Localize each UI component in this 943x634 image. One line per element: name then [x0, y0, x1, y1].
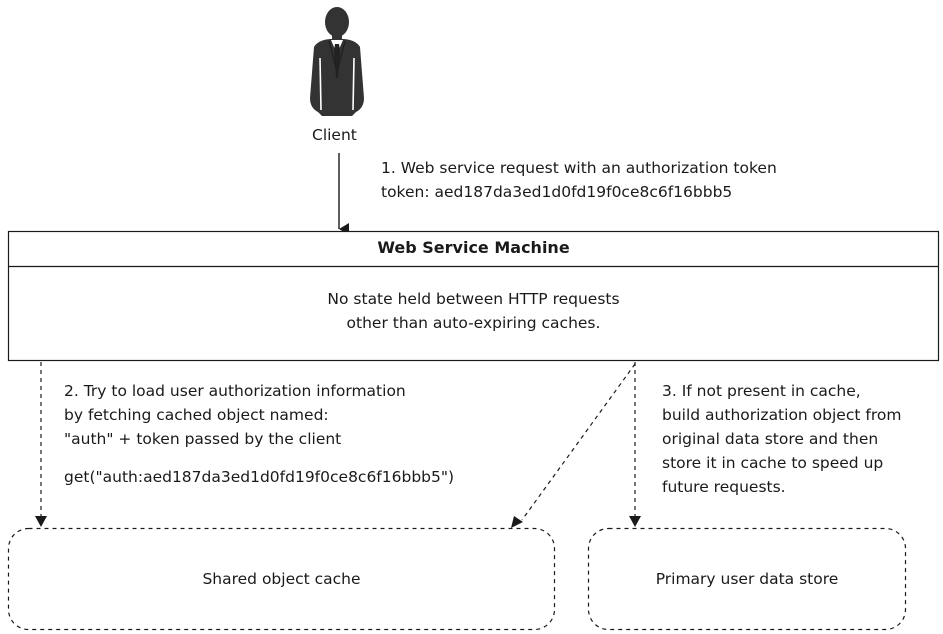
step3-line2: build authorization object from	[662, 406, 902, 424]
step2-code: get("auth:aed187da3ed1d0fd19f0ce8c6f16bb…	[64, 468, 455, 486]
shared-cache-label: Shared object cache	[202, 570, 361, 588]
step1-line1: 1. Web service request with an authoriza…	[381, 159, 777, 177]
cache-store-arrow	[521, 363, 636, 521]
step3-line1: 3. If not present in cache,	[662, 382, 861, 400]
web-service-desc-line2: other than auto-expiring caches.	[346, 314, 601, 332]
step2-line1: 2. Try to load user authorization inform…	[64, 382, 406, 400]
shared-cache-box	[7, 527, 556, 631]
primary-store-box	[587, 527, 907, 631]
step2-line3: "auth" + token passed by the client	[64, 430, 342, 448]
person-icon	[310, 7, 364, 116]
step2-line2: by fetching cached object named:	[64, 406, 329, 424]
primary-store-label: Primary user data store	[655, 570, 839, 588]
client-label: Client	[312, 126, 357, 144]
web-service-title: Web Service Machine	[377, 238, 570, 257]
step1-token: token: aed187da3ed1d0fd19f0ce8c6f16bbb5	[381, 183, 733, 201]
web-service-box	[7, 230, 940, 362]
step3-line5: future requests.	[662, 478, 786, 496]
step3-line3: original data store and then	[662, 430, 879, 448]
step3-line4: store it in cache to speed up	[662, 454, 884, 472]
web-service-desc-line1: No state held between HTTP requests	[327, 290, 620, 308]
